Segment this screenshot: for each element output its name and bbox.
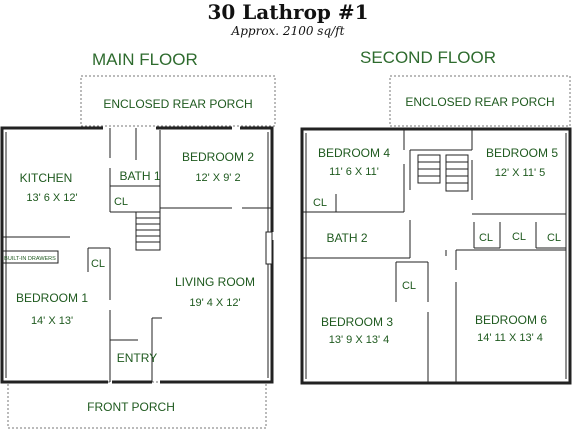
second-exterior-walls [300, 127, 572, 385]
main-rear-porch-label: ENCLOSED REAR PORCH [103, 97, 252, 111]
living-room-label: LIVING ROOM [175, 275, 255, 289]
second-rear-porch-label: ENCLOSED REAR PORCH [405, 95, 554, 109]
bedroom6-label: BEDROOM 6 [475, 313, 547, 327]
bedroom1-label: BEDROOM 1 [16, 291, 88, 305]
second-rear-porch-outline [389, 75, 571, 127]
living-room-dimensions: 19' 4 X 12' [189, 297, 240, 309]
bedroom5-label: BEDROOM 5 [486, 146, 558, 160]
kitchen-dimensions: 13' 6 X 12' [26, 192, 77, 204]
main-floor-plan: ENCLOSED REAR PORCH KITCHEN 13' 6 X 12' … [0, 75, 276, 429]
closet-b-label: CL [512, 231, 526, 243]
bedroom3-closet-label: CL [402, 280, 416, 292]
bedroom2-dimensions: 12' X 9' 2 [195, 172, 240, 184]
main-interior-walls [1, 128, 273, 382]
bedroom4-closet-label: CL [313, 197, 327, 209]
entry-label: ENTRY [117, 351, 157, 365]
bedroom5-dimensions: 12' X 11' 5 [495, 167, 545, 179]
bedroom1-closet-label: CL [91, 258, 105, 270]
second-interior-walls [302, 130, 567, 382]
second-floor-title: SECOND FLOOR [360, 48, 497, 67]
square-footage: Approx. 2100 sq/ft [231, 24, 345, 38]
main-floor-labels: ENCLOSED REAR PORCH KITCHEN 13' 6 X 12' … [4, 97, 255, 414]
second-floor-labels: ENCLOSED REAR PORCH BEDROOM 4 11' 6 X 11… [313, 95, 561, 346]
main-rear-porch-outline [80, 75, 276, 127]
main-floor-title: MAIN FLOOR [92, 50, 198, 69]
property-title: 30 Lathrop #1 [207, 0, 369, 24]
closet-c-label: CL [547, 232, 561, 244]
second-floor-plan: ENCLOSED REAR PORCH BEDROOM 4 11' 6 X 11… [300, 75, 572, 385]
bedroom6-dimensions: 14' 11 X 13' 4 [477, 332, 543, 344]
kitchen-label: KITCHEN [20, 171, 73, 185]
bath1-closet-label: CL [114, 196, 128, 208]
bedroom4-label: BEDROOM 4 [318, 146, 390, 160]
bedroom2-label: BEDROOM 2 [182, 150, 254, 164]
built-in-drawers-label: BUILT-IN DRAWERS [4, 256, 56, 262]
main-exterior-walls [0, 126, 274, 384]
bedroom4-dimensions: 11' 6 X 11' [329, 166, 379, 178]
bath1-label: BATH 1 [119, 169, 160, 183]
bedroom3-dimensions: 13' 9 X 13' 4 [329, 334, 389, 346]
bath2-label: BATH 2 [326, 231, 367, 245]
bedroom3-label: BEDROOM 3 [321, 315, 393, 329]
bedroom1-dimensions: 14' X 13' [31, 315, 73, 327]
front-porch-label: FRONT PORCH [87, 400, 175, 414]
closet-a-label: CL [479, 232, 493, 244]
